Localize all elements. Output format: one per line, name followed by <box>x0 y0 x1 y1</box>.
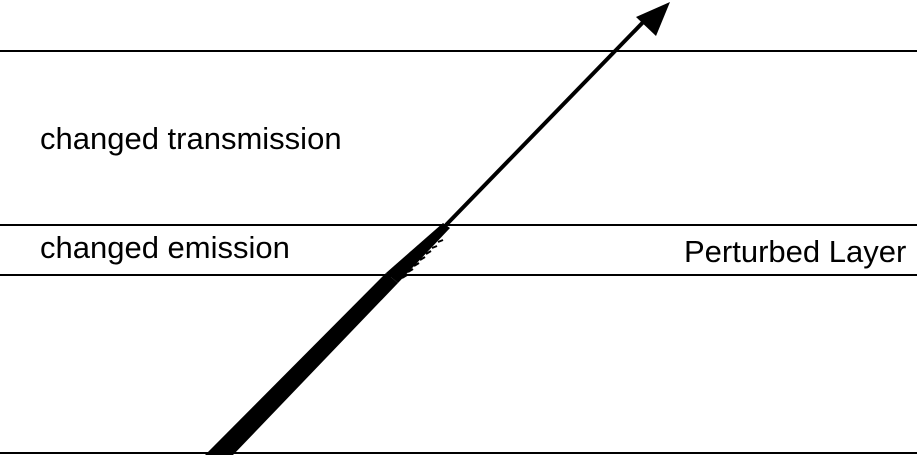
ray-layer-segment <box>386 223 450 283</box>
perturbed-layer-label: Perturbed Layer <box>684 234 907 269</box>
arrowhead-icon <box>636 2 670 36</box>
ray-noise-marks <box>385 231 444 280</box>
changed-emission-label: changed emission <box>40 230 290 265</box>
ray-thick-segment <box>205 273 398 455</box>
bottom-boundary-line <box>0 452 917 454</box>
layer-bottom-boundary-line <box>0 274 917 276</box>
top-boundary-line <box>0 50 917 52</box>
ray-thin-segment <box>444 12 653 227</box>
layer-top-boundary-line <box>0 224 917 226</box>
changed-transmission-label: changed transmission <box>40 121 342 156</box>
